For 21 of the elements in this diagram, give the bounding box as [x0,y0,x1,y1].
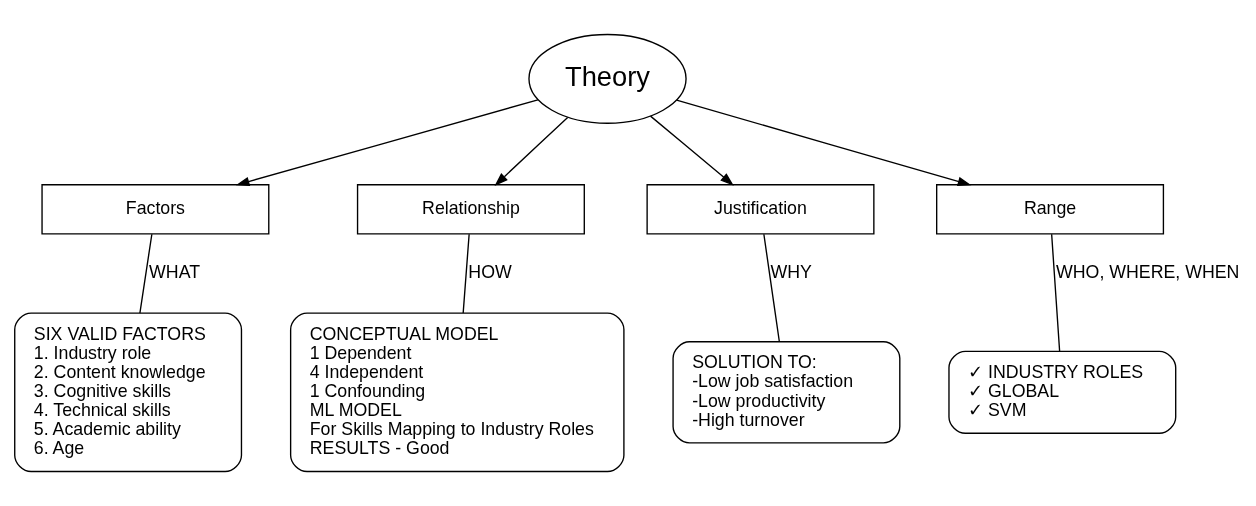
node-box: SOLUTION TO: -Low job satisfaction -Low productivity -High turnover [672,341,901,444]
connector [462,233,470,314]
connector [139,233,153,314]
node-box: Range [936,184,1165,235]
edge-label: WHO, WHERE, WHEN [1056,262,1240,283]
arrow [649,115,734,186]
edge-label: HOW [468,262,512,283]
edge-label: WHY [770,262,812,283]
arrow [675,99,972,187]
arrow [494,116,569,186]
node-box: ✓ INDUSTRY ROLES ✓ GLOBAL ✓ SVM [948,350,1177,434]
node-box: CONCEPTUAL MODEL 1 Dependent 4 Independent 1 Confounding ML MODEL For Skills Mapping to Industry Roles RESULTS - Good [289,312,625,473]
arrow [235,99,539,187]
connector [1050,233,1061,352]
node-box: SIX VALID FACTORS 1. Industry role 2. Content knowledge 3. Cognitive skills 4. Technical skills 5. Academic ability 6. Age [14,312,243,473]
edge-label: WHAT [149,262,201,283]
node-box: Justification [646,184,875,235]
connector [763,233,780,343]
node-box: Factors [41,184,270,235]
node-box: Relationship [356,184,585,235]
node-ellipse: Theory [528,33,687,124]
